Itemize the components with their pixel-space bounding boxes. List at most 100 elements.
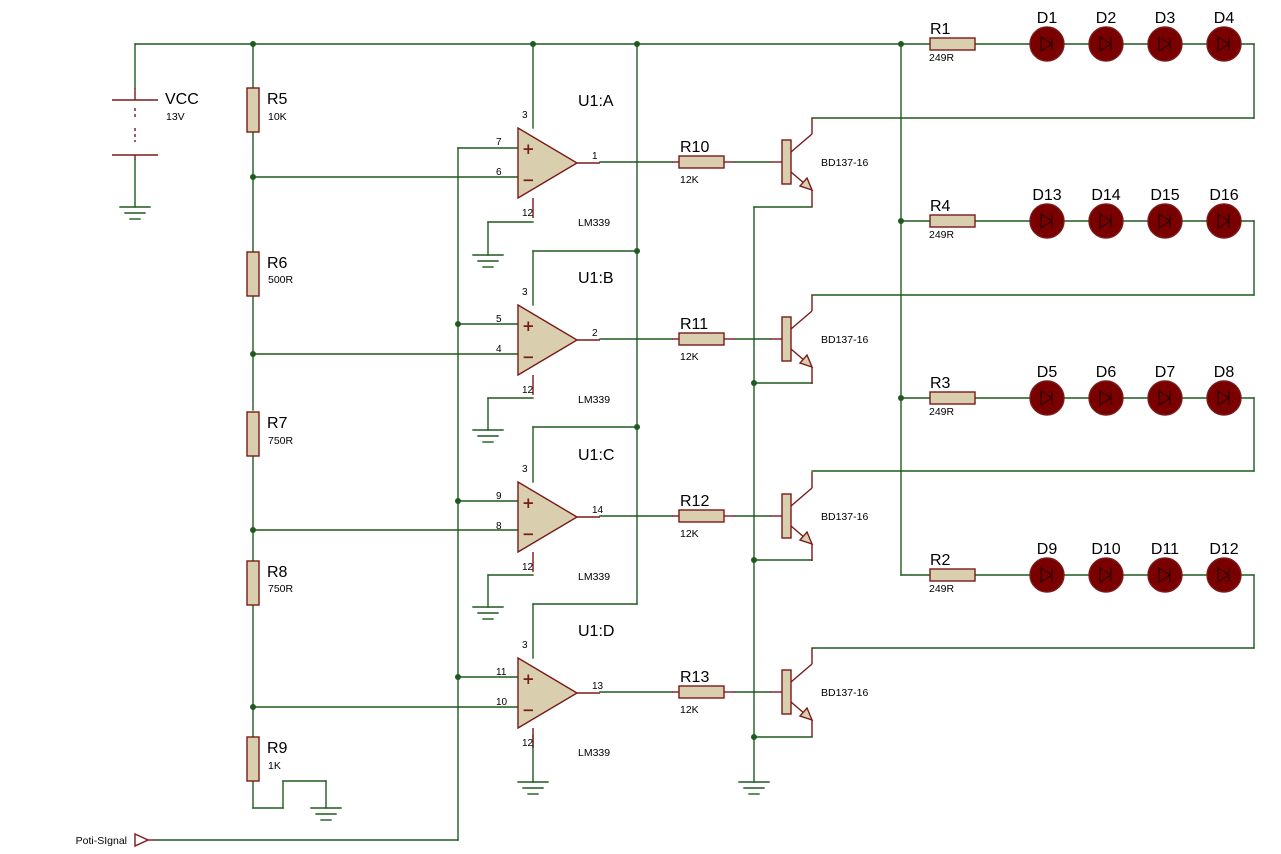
comparator-ref: U1:A <box>578 93 614 110</box>
vcc-value: 13V <box>166 111 185 123</box>
led-icon <box>1206 203 1242 239</box>
pin-number: 8 <box>496 521 502 532</box>
pin-number: 2 <box>592 328 598 339</box>
transistor-label: BD137-16 <box>821 511 868 523</box>
comparator-symbol <box>517 303 579 377</box>
transistor-label: BD137-16 <box>821 334 868 346</box>
resistor-value: 249R <box>929 52 955 64</box>
plus-sign: + <box>522 494 535 512</box>
led-label: D2 <box>1096 10 1117 27</box>
pin-number: 12 <box>522 562 534 573</box>
led-icon <box>1029 380 1065 416</box>
led-label: D5 <box>1037 364 1058 381</box>
ground-icon <box>119 206 151 220</box>
led-icon <box>1147 203 1183 239</box>
resistor-value: 249R <box>929 229 955 241</box>
resistor-label: R9 <box>267 740 288 757</box>
led-icon <box>1206 380 1242 416</box>
led-label: D7 <box>1155 364 1176 381</box>
vcc-label: VCC <box>165 91 199 108</box>
pin-number: 6 <box>496 167 502 178</box>
minus-sign: − <box>522 348 535 366</box>
comparator-part: LM339 <box>578 394 610 406</box>
plus-sign: + <box>522 317 535 335</box>
comparator-symbol <box>517 480 579 554</box>
ground-icon <box>310 807 342 821</box>
plus-sign: + <box>522 670 535 688</box>
led-label: D13 <box>1032 187 1061 204</box>
base-resistor <box>678 685 725 699</box>
minus-sign: − <box>522 171 535 189</box>
comparator-ref: U1:B <box>578 270 614 287</box>
led-icon <box>1088 380 1124 416</box>
resistor-label: R1 <box>930 21 951 38</box>
resistor-value: 750R <box>268 583 294 595</box>
npn-transistor-icon <box>770 118 814 207</box>
resistor-value: 12K <box>680 528 699 540</box>
pin-number: 14 <box>592 505 604 516</box>
npn-transistor-icon <box>770 648 814 737</box>
junctions <box>250 41 904 740</box>
led-label: D11 <box>1151 541 1179 558</box>
led-label: D4 <box>1214 10 1235 27</box>
led-label: D3 <box>1155 10 1176 27</box>
resistor-label: R7 <box>267 415 288 432</box>
ground-symbols <box>119 206 770 821</box>
comparator-ref: U1:D <box>578 623 614 640</box>
pin-number: 3 <box>522 110 528 121</box>
resistor-value: 10K <box>268 111 287 123</box>
plus-sign: + <box>522 140 535 158</box>
pin-number: 5 <box>496 314 502 325</box>
transistor-label: BD137-16 <box>821 687 868 699</box>
led-icon <box>1029 26 1065 62</box>
base-resistor <box>678 509 725 523</box>
ground-icon <box>738 781 770 795</box>
base-resistor <box>678 155 725 169</box>
led-resistor <box>929 214 976 228</box>
resistor-label: R3 <box>930 375 951 392</box>
resistor-label: R6 <box>267 255 288 272</box>
led-resistor <box>929 37 976 51</box>
led-label: D9 <box>1037 541 1058 558</box>
resistor-value: 1K <box>268 760 281 772</box>
led-label: D14 <box>1091 187 1120 204</box>
battery-vcc: VCC 13V <box>112 88 199 160</box>
resistor-label: R10 <box>680 139 709 156</box>
ground-icon <box>472 429 504 443</box>
pin-number: 1 <box>592 151 598 162</box>
pin-number: 12 <box>522 385 534 396</box>
resistor-label: R5 <box>267 91 288 108</box>
led-label: D12 <box>1209 541 1238 558</box>
pin-number: 4 <box>496 344 502 355</box>
ground-icon <box>472 254 504 268</box>
comparator-symbol <box>517 656 579 730</box>
minus-sign: − <box>522 701 535 719</box>
pin-number: 7 <box>496 137 502 148</box>
ground-icon <box>517 781 549 795</box>
resistor-value: 249R <box>929 583 955 595</box>
wires <box>134 43 1255 841</box>
led-icon <box>1206 26 1242 62</box>
resistor-label: R12 <box>680 493 709 510</box>
base-resistor <box>678 332 725 346</box>
comparator-symbol <box>517 126 579 200</box>
led-icon <box>1206 557 1242 593</box>
comparator-part: LM339 <box>578 747 610 759</box>
led-label: D15 <box>1150 187 1179 204</box>
led-icon <box>1147 557 1183 593</box>
resistor-label: R8 <box>267 564 288 581</box>
resistor-value: 12K <box>680 174 699 186</box>
led-label: D16 <box>1209 187 1238 204</box>
pin-number: 11 <box>496 667 507 678</box>
minus-sign: − <box>522 525 535 543</box>
npn-transistor-icon <box>770 472 814 561</box>
pin-number: 10 <box>496 697 508 708</box>
comparator-part: LM339 <box>578 217 610 229</box>
pin-number: 13 <box>592 681 604 692</box>
